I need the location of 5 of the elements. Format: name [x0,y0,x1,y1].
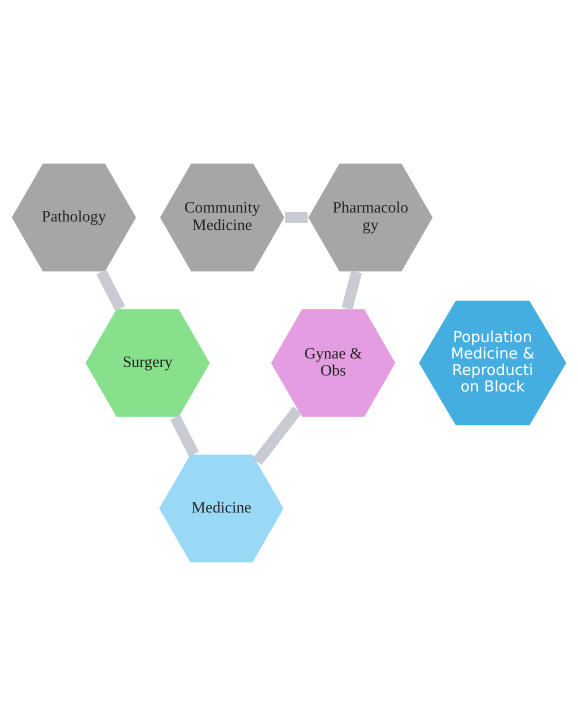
connector [170,414,199,456]
connector [252,406,302,464]
connector [342,270,362,310]
connector [96,268,126,311]
connector [285,211,308,223]
